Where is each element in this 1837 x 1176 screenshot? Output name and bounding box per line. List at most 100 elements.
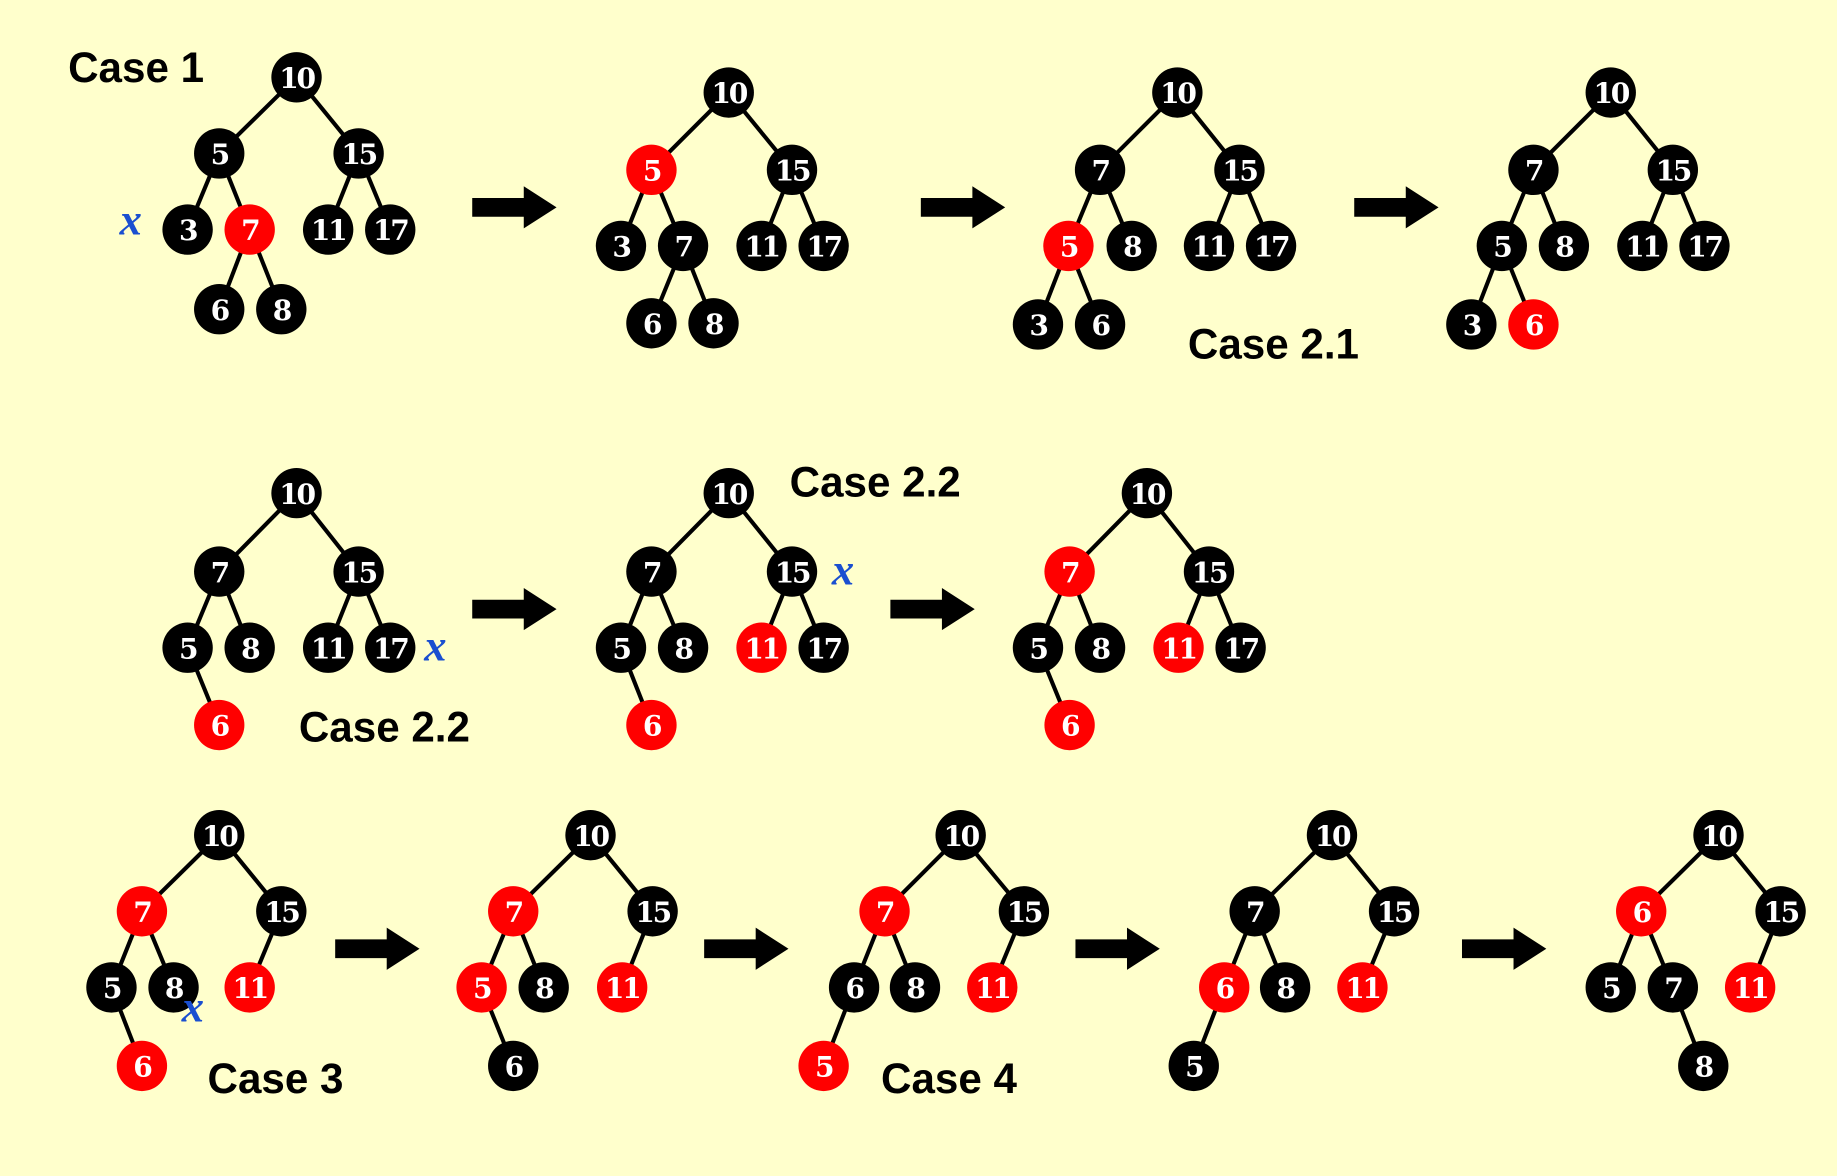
- arrow-right-icon: [1075, 927, 1160, 970]
- tree-node-black: 8: [1259, 962, 1311, 1013]
- node-circle: [365, 204, 416, 255]
- arrow-right-icon: [472, 186, 557, 229]
- tree-node-black: 6: [626, 298, 677, 349]
- node-label: 7: [211, 556, 229, 589]
- node-label: 15: [1377, 896, 1412, 929]
- node-circle: [1043, 220, 1094, 272]
- node-label: 11: [1733, 972, 1767, 1005]
- tree-node-black: 15: [1647, 144, 1699, 196]
- arrow-right-icon: [335, 927, 420, 970]
- node-circle: [798, 220, 849, 272]
- tree-node-black: 17: [1679, 220, 1730, 272]
- node-circle: [766, 546, 818, 597]
- node-label: 15: [1656, 155, 1691, 188]
- node-circle: [162, 204, 213, 255]
- tree-node-black: 8: [657, 622, 709, 673]
- tree-node-black: 17: [1245, 220, 1297, 272]
- node-label: 10: [1701, 820, 1737, 853]
- tree-node-black: 17: [798, 622, 849, 673]
- tree-node-black: 5: [595, 622, 647, 673]
- tree-node-black: 5: [1012, 622, 1064, 673]
- node-label: 17: [806, 231, 841, 264]
- tree-node-black: 7: [1229, 886, 1280, 937]
- node-label: 10: [943, 820, 979, 853]
- node-label: 5: [211, 138, 229, 171]
- node-circle: [1183, 546, 1235, 597]
- node-circle: [736, 220, 787, 272]
- tree-node-black: 7: [194, 546, 245, 597]
- tree-node-red: 5: [798, 1040, 849, 1092]
- node-circle: [565, 809, 616, 861]
- tree-node-black: 5: [194, 128, 245, 179]
- node-label: 6: [1091, 309, 1110, 342]
- node-circle: [595, 622, 647, 673]
- node-circle: [488, 1040, 539, 1092]
- tree-node-red: 7: [859, 886, 910, 937]
- node-label: 8: [535, 972, 554, 1005]
- node-circle: [1106, 220, 1157, 272]
- node-circle: [1585, 962, 1636, 1013]
- node-label: 6: [1633, 896, 1652, 929]
- tree-node-black: 10: [1693, 809, 1744, 861]
- node-label: 7: [674, 231, 692, 264]
- node-circle: [703, 467, 754, 519]
- node-circle: [194, 284, 245, 335]
- node-circle: [302, 204, 354, 255]
- node-circle: [456, 962, 507, 1013]
- tree-node-red: 11: [224, 962, 275, 1013]
- node-circle: [1508, 144, 1559, 196]
- node-label: 10: [712, 478, 748, 511]
- x-marker: x: [423, 621, 446, 671]
- tree-node-red: 5: [456, 962, 507, 1013]
- x-marker: x: [119, 194, 142, 244]
- tree-node-red: 5: [1043, 220, 1094, 272]
- node-label: 11: [232, 972, 266, 1005]
- node-circle: [1229, 886, 1280, 937]
- tree-node-red: 11: [596, 962, 648, 1013]
- node-circle: [703, 67, 754, 118]
- tree-node-black: 17: [1215, 622, 1266, 673]
- node-circle: [1647, 962, 1699, 1013]
- node-circle: [1679, 220, 1730, 272]
- node-label: 8: [705, 308, 724, 341]
- node-label: 17: [373, 632, 408, 665]
- node-label: 17: [373, 214, 408, 247]
- node-label: 6: [643, 308, 662, 341]
- node-circle: [1183, 220, 1235, 272]
- tree-node-black: 10: [703, 67, 754, 118]
- node-label: 7: [1246, 896, 1264, 929]
- node-circle: [688, 298, 739, 349]
- tree-node-black: 5: [1476, 220, 1527, 272]
- node-label: 3: [1463, 309, 1481, 342]
- node-label: 11: [1192, 231, 1226, 264]
- node-label: 15: [1192, 556, 1227, 589]
- arrow-right-icon: [472, 588, 557, 631]
- node-circle: [657, 622, 709, 673]
- node-label: 11: [311, 214, 345, 247]
- x-marker: x: [831, 544, 854, 594]
- node-label: 3: [1029, 309, 1047, 342]
- node-circle: [116, 1040, 168, 1092]
- node-circle: [626, 298, 677, 349]
- node-circle: [1074, 144, 1126, 196]
- node-circle: [595, 220, 647, 272]
- node-circle: [596, 962, 648, 1013]
- node-label: 6: [133, 1051, 152, 1084]
- node-label: 6: [1061, 710, 1080, 743]
- node-circle: [1168, 1040, 1219, 1092]
- tree-node-black: 10: [271, 52, 322, 103]
- tree-node-black: 3: [1012, 299, 1064, 350]
- node-label: 6: [845, 972, 864, 1005]
- tree-node-black: 15: [627, 886, 678, 937]
- tree-node-red: 6: [194, 699, 245, 751]
- node-circle: [627, 886, 678, 937]
- node-circle: [1446, 299, 1497, 350]
- node-label: 5: [179, 632, 197, 665]
